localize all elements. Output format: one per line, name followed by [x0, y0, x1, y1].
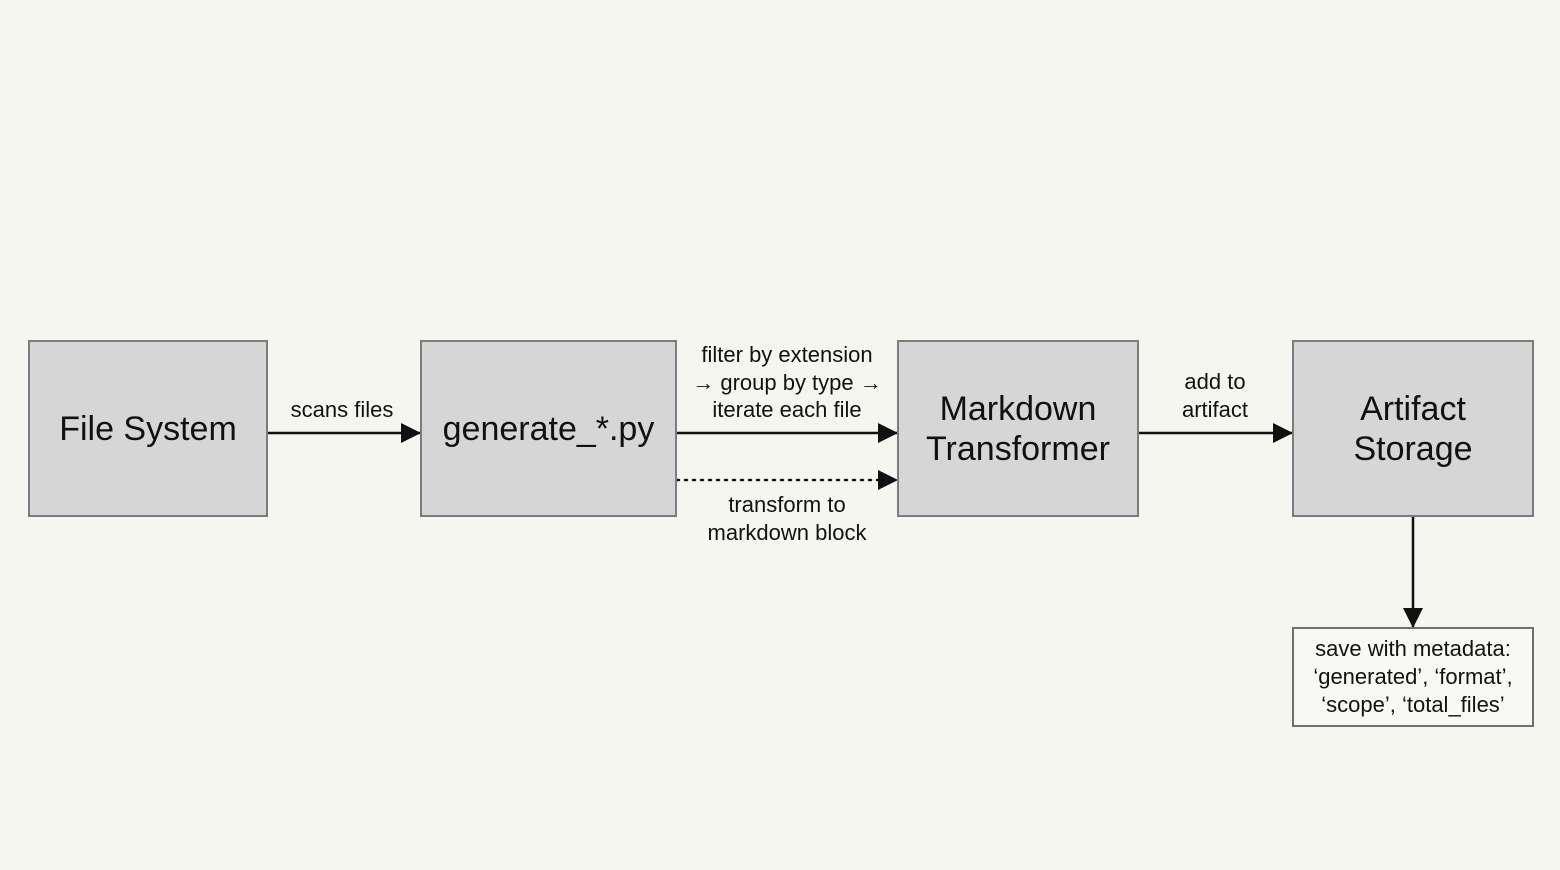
edge-label-add-to-artifact: add to artifact — [1181, 369, 1249, 422]
note-save-metadata: save with metadata: ‘generated’, ‘format… — [1292, 627, 1534, 727]
node-artifact-storage: Artifact Storage — [1292, 340, 1534, 517]
edge-label-scans-files: scans files — [290, 397, 394, 422]
edge-label-transform: transform to markdown block — [707, 492, 867, 545]
node-file-system: File System — [28, 340, 268, 517]
node-markdown-transformer: Markdown Transformer — [897, 340, 1139, 517]
edge-label-pipeline: filter by extension → group by type → it… — [692, 342, 882, 422]
node-generator: generate_*.py — [420, 340, 677, 517]
note-save-metadata-label: save with metadata: ‘generated’, ‘format… — [1313, 636, 1513, 717]
node-generator-label: generate_*.py — [442, 409, 655, 448]
node-artifact-storage-label: Artifact Storage — [1353, 389, 1473, 468]
node-file-system-label: File System — [59, 409, 237, 448]
node-markdown-transformer-label: Markdown Transformer — [926, 389, 1110, 468]
